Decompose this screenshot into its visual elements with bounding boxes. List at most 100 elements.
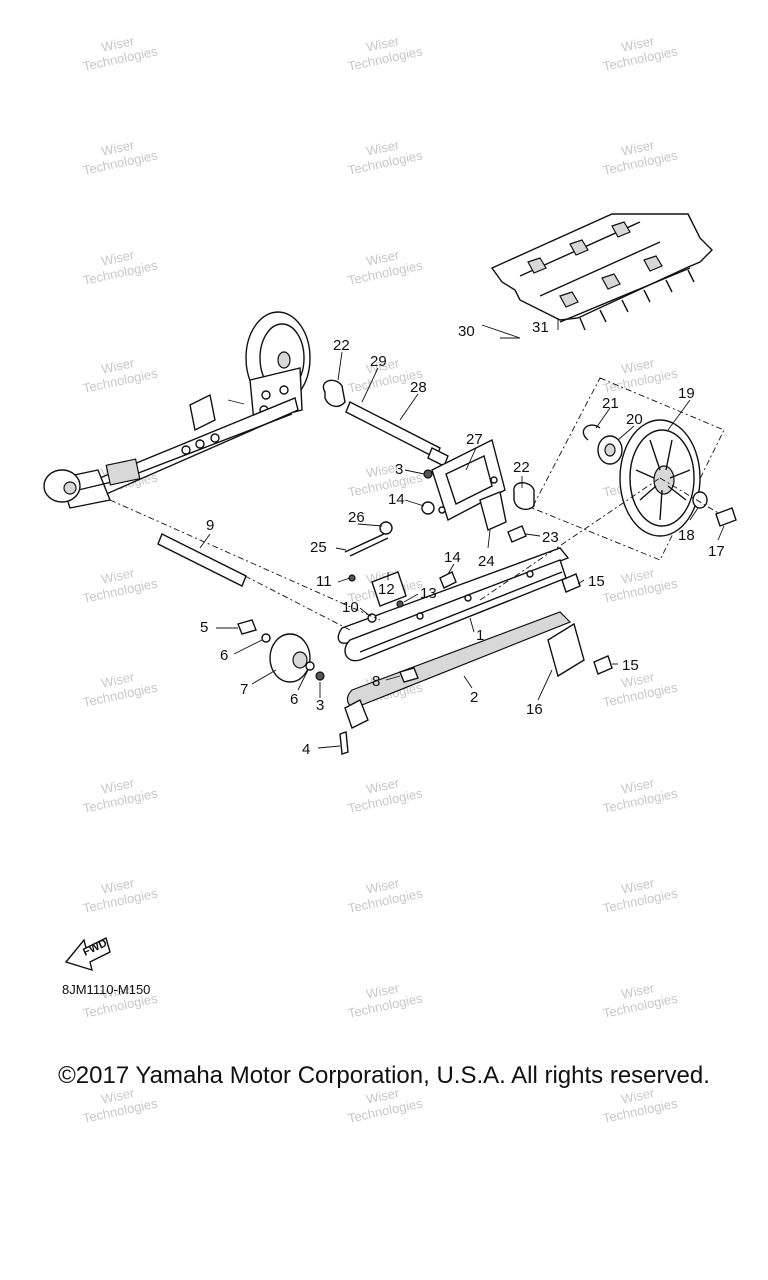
part-label-p22a: 22 (333, 337, 350, 354)
svg-text:Wiser: Wiser (620, 775, 656, 797)
svg-text:Wiser: Wiser (620, 980, 656, 1002)
part-label-p2: 2 (470, 689, 478, 706)
part-label-p25: 25 (310, 539, 327, 556)
copyright-notice: ©2017 Yamaha Motor Corporation, U.S.A. A… (58, 1062, 710, 1089)
part-label-p16: 16 (526, 701, 543, 718)
part-label-p3b: 3 (316, 697, 324, 714)
bolt-4 (339, 731, 349, 755)
part-label-p12: 12 (378, 581, 395, 598)
part-label-p4: 4 (302, 741, 310, 758)
bracket-16 (547, 622, 585, 678)
svg-text:Wiser: Wiser (100, 355, 136, 377)
part-label-p7: 7 (240, 681, 248, 698)
fwd-arrow-icon: FWD (64, 936, 111, 972)
svg-text:Wiser: Wiser (365, 1085, 401, 1107)
bolt-13-marker (396, 600, 404, 608)
part-label-p9: 9 (206, 517, 214, 534)
svg-text:Wiser: Wiser (100, 980, 136, 1002)
part-label-p1: 1 (476, 627, 484, 644)
svg-text:Wiser: Wiser (100, 565, 136, 587)
leader-lines (199, 318, 725, 749)
part-label-p6b: 6 (290, 691, 298, 708)
part-label-p28: 28 (410, 379, 427, 396)
part-label-p29: 29 (370, 353, 387, 370)
collar-22 (513, 482, 535, 511)
shaft-assembly (322, 379, 449, 467)
bracket-27 (431, 438, 507, 531)
part-label-p6a: 6 (220, 647, 228, 664)
centerline-rear (244, 575, 351, 631)
part-label-p22b: 22 (513, 459, 530, 476)
part-label-p5: 5 (200, 619, 208, 636)
diagram-code: 8JM1110-M150 (62, 982, 150, 997)
part-label-p15a: 15 (588, 573, 605, 590)
part-label-p8: 8 (372, 673, 380, 690)
svg-text:Wiser: Wiser (620, 355, 656, 377)
part-label-p15b: 15 (622, 657, 639, 674)
part-label-p13: 13 (420, 585, 437, 602)
part-label-p27: 27 (466, 431, 483, 448)
part-label-p19: 19 (678, 385, 695, 402)
svg-text:Wiser: Wiser (365, 33, 401, 55)
bolt-8 (399, 667, 419, 683)
rear-axle-frame (43, 311, 311, 509)
shaft-9 (157, 533, 247, 587)
svg-text:Wiser: Wiser (365, 459, 401, 481)
svg-text:Wiser: Wiser (620, 137, 656, 159)
svg-text:Wiser: Wiser (100, 669, 136, 691)
part-label-p24: 24 (478, 553, 495, 570)
stopper-block-12 (371, 571, 407, 607)
track-illustration (490, 213, 713, 331)
svg-text:Wiser: Wiser (100, 1085, 136, 1107)
part-label-p21: 21 (602, 395, 619, 412)
svg-text:Wiser: Wiser (365, 980, 401, 1002)
svg-text:Wiser: Wiser (620, 1085, 656, 1107)
part-label-p11: 11 (316, 573, 332, 590)
svg-text:Wiser: Wiser (100, 247, 136, 269)
bolt-15b (593, 655, 613, 675)
svg-text:Wiser: Wiser (100, 33, 136, 55)
part-label-p31: 31 (532, 319, 549, 336)
part-label-p17: 17 (708, 543, 725, 560)
idler-wheel-assembly (531, 377, 737, 561)
svg-text:Wiser: Wiser (100, 775, 136, 797)
centerline-shaft9 (109, 499, 381, 621)
centerline-wheel (479, 477, 661, 601)
part-label-p14b: 14 (444, 549, 461, 566)
svg-text:Wiser: Wiser (100, 137, 136, 159)
svg-text:Wiser: Wiser (620, 565, 656, 587)
part-label-p20: 20 (626, 411, 643, 428)
svg-text:Wiser: Wiser (620, 875, 656, 897)
part-label-p14a: 14 (388, 491, 405, 508)
slide-rail (337, 547, 572, 729)
part-label-p30: 30 (458, 323, 475, 340)
part-label-p10: 10 (342, 599, 359, 616)
svg-text:Wiser: Wiser (620, 33, 656, 55)
part-label-p18: 18 (678, 527, 695, 544)
bolt-15a (561, 573, 581, 593)
